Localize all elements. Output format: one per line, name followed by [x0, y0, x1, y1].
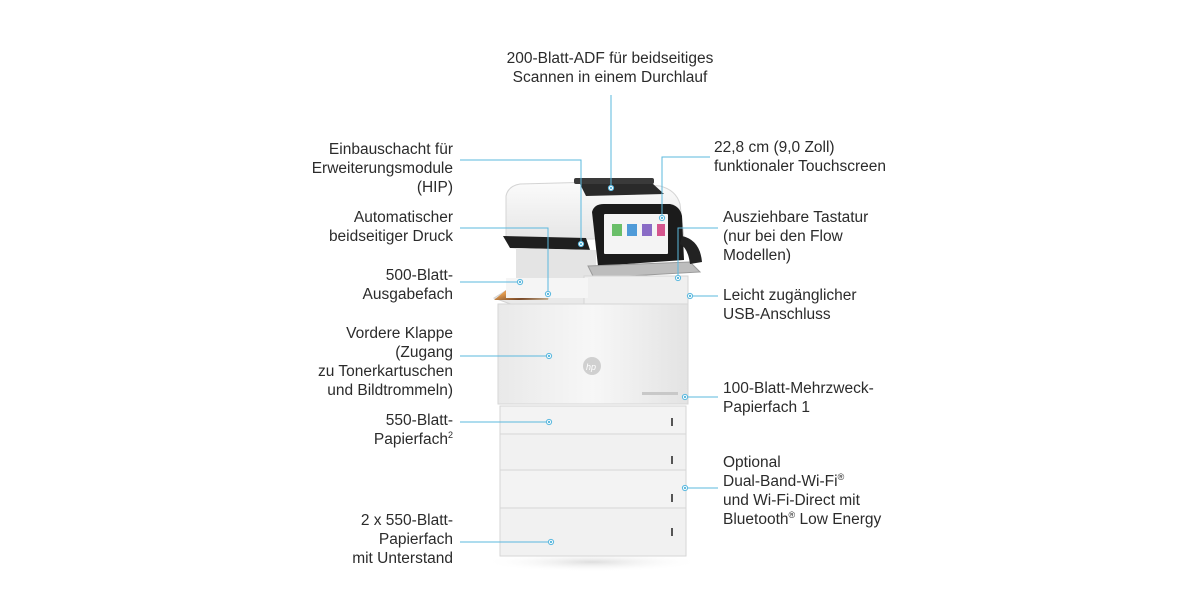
- leader-dot-center-usb: [688, 294, 692, 298]
- callout-tray-2x550: 2 x 550-Blatt- Papierfach mit Unterstand: [260, 511, 453, 568]
- floor-shadow: [482, 552, 702, 572]
- registered-mark: ®: [788, 509, 796, 520]
- leader-dot-center-tray_550: [547, 420, 551, 424]
- callout-wifi-line-4-a: Bluetooth: [723, 511, 789, 528]
- callout-multipurpose-line-2: Papierfach 1: [723, 399, 811, 416]
- callout-front-door-line-3: zu Tonerkartuschen: [318, 363, 453, 380]
- callout-front-door: Vordere Klappe (Zugang zu Tonerkartusche…: [240, 324, 453, 400]
- callout-wifi-line-2: Dual-Band-Wi-Fi®: [723, 472, 881, 491]
- callout-duplex-line-1: Automatischer: [353, 209, 453, 226]
- adf-cover: [580, 183, 664, 196]
- callout-hip: Einbauschacht für Erweiterungsmodule (HI…: [260, 140, 453, 197]
- callout-hip-line-3: (HIP): [416, 179, 453, 196]
- callout-wifi-line-4: Bluetooth® Low Energy: [723, 510, 881, 529]
- leader-dot-center-touchscreen: [660, 216, 664, 220]
- stand-cabinet: [499, 507, 687, 557]
- callout-connectors: [460, 95, 718, 546]
- callout-multipurpose-tray: 100-Blatt-Mehrzweck- Papierfach 1: [723, 379, 874, 417]
- mid-section: [583, 275, 689, 307]
- leader-line-keyboard: [677, 227, 718, 278]
- hp-logo-mark: hp: [586, 362, 596, 372]
- mid-left-block: [506, 278, 588, 298]
- callout-keyboard-line-3: Modellen): [723, 247, 792, 264]
- leader-dot-center-multipurpose: [683, 395, 687, 399]
- keyboard-arm: [680, 236, 702, 264]
- leader-dot-center-wifi: [683, 486, 687, 490]
- callout-keyboard-line-1: Ausziehbare Tastatur: [723, 209, 869, 226]
- callout-usb-line-1: Leicht zugänglicher: [723, 287, 857, 304]
- tray-b: [499, 469, 687, 509]
- callout-duplex-line-2: beidseitiger Druck: [328, 228, 453, 245]
- callout-wifi-line-2-text: Dual-Band-Wi-Fi: [723, 473, 838, 490]
- callout-keyboard: Ausziehbare Tastatur (nur bei den Flow M…: [723, 208, 868, 265]
- printer-body: hp: [482, 178, 702, 572]
- callout-touchscreen: 22,8 cm (9,0 Zoll) funktionaler Touchscr…: [714, 138, 886, 176]
- callout-front-door-line-1: Vordere Klappe: [346, 325, 453, 342]
- adf-input-slot: [574, 178, 654, 184]
- callout-wifi-line-4-b: Low Energy: [795, 511, 882, 528]
- screen-tile-3: [642, 224, 652, 236]
- tray-550: [499, 405, 687, 435]
- callout-tray-2x550-line-1: 2 x 550-Blatt-: [360, 512, 453, 529]
- leader-dot-center-tray_2x550: [549, 540, 553, 544]
- leader-line-hip: [460, 159, 582, 244]
- tray-a: [499, 433, 687, 471]
- registered-mark: ®: [837, 471, 845, 482]
- callout-output-tray: 500-Blatt- Ausgabefach: [260, 266, 454, 304]
- leader-dot-center-adf: [609, 186, 613, 190]
- leader-dot-center-duplex: [546, 292, 550, 296]
- callout-usb: Leicht zugänglicher USB-Anschluss: [723, 286, 857, 324]
- callout-output-tray-line-2: Ausgabefach: [362, 286, 454, 303]
- callout-duplex: Automatischer beidseitiger Druck: [260, 208, 453, 246]
- callout-usb-line-2: USB-Anschluss: [723, 306, 831, 323]
- footnote-marker: 2: [447, 429, 453, 440]
- output-bin-shadow: [516, 248, 596, 280]
- callout-hip-line-2: Erweiterungsmodule: [311, 160, 453, 177]
- pullout-keyboard: [587, 261, 702, 279]
- leader-dot-center-keyboard: [676, 276, 680, 280]
- callout-tray-550-line-2: Papierfach2: [260, 430, 453, 449]
- callout-hip-line-1: Einbauschacht für: [328, 141, 453, 158]
- callout-tray-550-line-1: 550-Blatt-: [385, 412, 453, 429]
- screen-tile-4: [657, 224, 665, 236]
- callout-touchscreen-line-1: 22,8 cm (9,0 Zoll): [714, 139, 835, 156]
- callout-front-door-line-2: (Zugang: [395, 344, 453, 361]
- leader-line-touchscreen: [661, 156, 710, 218]
- callout-adf-line-2: Scannen in einem Durchlauf: [512, 69, 708, 86]
- engine-body: [497, 303, 689, 405]
- callout-wifi-line-1: Optional: [723, 454, 781, 471]
- hp-logo: [583, 357, 601, 375]
- tray-handle-1: [671, 418, 673, 426]
- callout-wifi-line-3: und Wi-Fi-Direct mit: [723, 492, 860, 509]
- callout-front-door-line-4: und Bildtrommeln): [327, 382, 453, 399]
- callout-tray-2x550-line-2: Papierfach: [378, 531, 453, 548]
- callout-wifi: Optional Dual-Band-Wi-Fi® und Wi-Fi-Dire…: [723, 453, 881, 529]
- callout-touchscreen-line-2: funktionaler Touchscreen: [714, 158, 887, 175]
- screen-tile-1: [612, 224, 622, 236]
- leader-dot-center-hip: [579, 242, 583, 246]
- scanner-dark-band: [503, 236, 590, 250]
- callout-multipurpose-line-1: 100-Blatt-Mehrzweck-: [723, 380, 874, 397]
- callout-output-tray-line-1: 500-Blatt-: [385, 267, 453, 284]
- callout-keyboard-line-2: (nur bei den Flow: [723, 228, 843, 245]
- callout-tray-550-line-2-text: Papierfach: [373, 431, 448, 448]
- model-badge: [642, 392, 678, 395]
- callout-tray-2x550-line-3: mit Unterstand: [352, 550, 453, 567]
- tray-handle-4: [671, 528, 673, 536]
- callout-adf: 200-Blatt-ADF für beidseitiges Scannen i…: [470, 49, 750, 87]
- callout-adf-line-1: 200-Blatt-ADF für beidseitiges: [506, 50, 714, 67]
- tray-handle-3: [671, 494, 673, 502]
- callout-tray-550: 550-Blatt- Papierfach2: [260, 411, 453, 449]
- leader-dot-center-output_tray: [518, 280, 522, 284]
- screen-tile-2: [627, 224, 637, 236]
- leader-line-duplex: [460, 227, 549, 294]
- leader-dot-center-front_door: [547, 354, 551, 358]
- tray-handle-2: [671, 456, 673, 464]
